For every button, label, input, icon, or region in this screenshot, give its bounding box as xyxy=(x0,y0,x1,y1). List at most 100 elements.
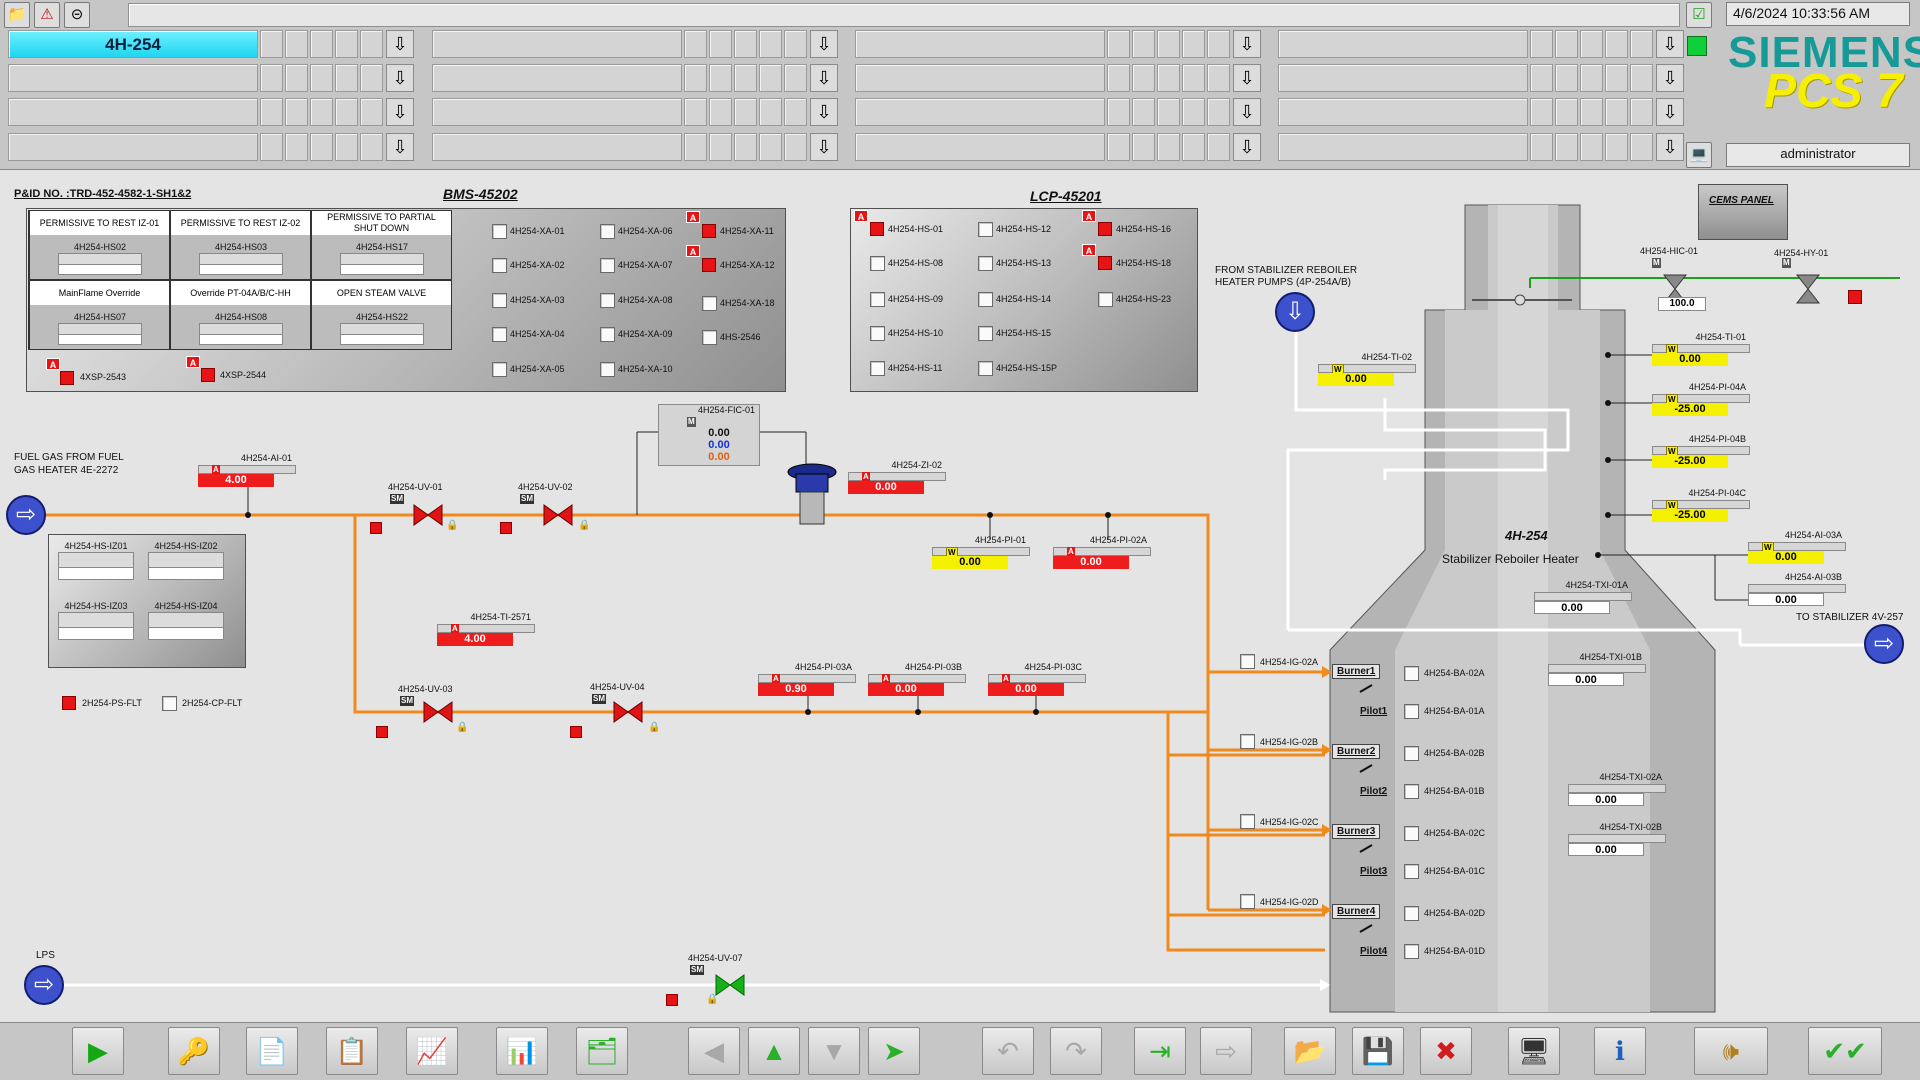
area-sub-button-r3-g4-1[interactable] xyxy=(1530,98,1553,126)
area-sub-button-r2-g2-1[interactable] xyxy=(684,64,707,92)
area-sub-button-r3-g2-4[interactable] xyxy=(759,98,782,126)
data-list-icon[interactable]: 📊 xyxy=(496,1027,548,1075)
fuel-gas-inlet-arrow-icon[interactable]: ⇨ xyxy=(6,495,46,535)
area-sub-button-r2-g3-3[interactable] xyxy=(1157,64,1180,92)
up-arrow-icon[interactable]: ▲ xyxy=(748,1027,800,1075)
area-sub-button-r3-g3-5[interactable] xyxy=(1207,98,1230,126)
area-sub-button-r4-g3-1[interactable] xyxy=(1107,133,1130,161)
down-arrow-icon[interactable]: ⇩ xyxy=(1233,30,1261,58)
xsp-indicator-1[interactable] xyxy=(60,371,74,385)
igniter-checkbox[interactable] xyxy=(1240,814,1255,829)
down-arrow-icon[interactable]: ⇩ xyxy=(386,133,414,161)
area-sub-button-r4-g1-3[interactable] xyxy=(310,133,333,161)
iz-reset-switch[interactable]: 4H254-HS-IZ03 xyxy=(58,601,134,640)
area-sub-button-r3-g1-4[interactable] xyxy=(335,98,358,126)
valve-alarm-indicator[interactable] xyxy=(570,726,582,738)
pilot-label[interactable]: Pilot4 xyxy=(1360,946,1388,957)
area-sub-button-r2-g4-3[interactable] xyxy=(1580,64,1603,92)
area-sub-button-r3-g4-4[interactable] xyxy=(1605,98,1628,126)
lcp-checkbox[interactable] xyxy=(978,361,993,376)
area-sub-button-r4-g4-5[interactable] xyxy=(1630,133,1653,161)
lcp-alarm-indicator[interactable] xyxy=(870,222,884,236)
area-sub-button-r1-g4-1[interactable] xyxy=(1530,30,1553,58)
bms-checkbox[interactable] xyxy=(600,224,615,239)
bms-checkbox[interactable] xyxy=(492,258,507,273)
area-sub-button-r2-g4-5[interactable] xyxy=(1630,64,1653,92)
area-sub-button-r1-g1-3[interactable] xyxy=(310,30,333,58)
area-button-r3-g2[interactable] xyxy=(432,98,682,126)
bms-checkbox[interactable] xyxy=(600,327,615,342)
monitor-icon[interactable]: 💻 xyxy=(1686,142,1712,168)
undo-icon[interactable]: ↶ xyxy=(982,1027,1034,1075)
area-sub-button-r4-g4-3[interactable] xyxy=(1580,133,1603,161)
down-arrow-icon[interactable]: ⇩ xyxy=(1656,64,1684,92)
permissive-switch[interactable]: 4H254-HS08 xyxy=(199,312,283,345)
down-arrow-icon[interactable]: ⇩ xyxy=(810,30,838,58)
area-sub-button-r1-g3-2[interactable] xyxy=(1132,30,1155,58)
area-sub-button-r2-g2-3[interactable] xyxy=(734,64,757,92)
area-sub-button-r3-g4-3[interactable] xyxy=(1580,98,1603,126)
valve-alarm-indicator[interactable] xyxy=(666,994,678,1006)
area-sub-button-r2-g1-5[interactable] xyxy=(360,64,383,92)
area-sub-button-r4-g3-2[interactable] xyxy=(1132,133,1155,161)
down-arrow-icon[interactable]: ⇩ xyxy=(810,98,838,126)
down-arrow-icon[interactable]: ⇩ xyxy=(386,30,414,58)
area-sub-button-r2-g4-2[interactable] xyxy=(1555,64,1578,92)
area-sub-button-r2-g4-4[interactable] xyxy=(1605,64,1628,92)
bms-checkbox[interactable] xyxy=(600,362,615,377)
bms-checkbox[interactable] xyxy=(492,362,507,377)
area-sub-button-r2-g2-5[interactable] xyxy=(784,64,807,92)
lcp-checkbox[interactable] xyxy=(870,326,885,341)
open-folder-icon[interactable]: 📂 xyxy=(1284,1027,1336,1075)
burner-alarm-checkbox[interactable] xyxy=(1404,666,1419,681)
iz-reset-switch[interactable]: 4H254-HS-IZ04 xyxy=(148,601,224,640)
area-sub-button-r3-g4-2[interactable] xyxy=(1555,98,1578,126)
area-sub-button-r4-g3-4[interactable] xyxy=(1182,133,1205,161)
key-icon[interactable]: 🔑 xyxy=(168,1027,220,1075)
cems-panel-button[interactable]: CEMS PANEL xyxy=(1698,184,1788,240)
burner-button[interactable]: Burner4 xyxy=(1332,904,1381,919)
bms-checkbox[interactable] xyxy=(492,293,507,308)
area-sub-button-r3-g1-1[interactable] xyxy=(260,98,283,126)
lps-inlet-arrow-icon[interactable]: ⇨ xyxy=(24,965,64,1005)
down-arrow-icon[interactable]: ⇩ xyxy=(810,64,838,92)
burner-button[interactable]: Burner2 xyxy=(1332,744,1381,759)
area-sub-button-r1-g2-3[interactable] xyxy=(734,30,757,58)
burner-alarm-checkbox[interactable] xyxy=(1404,746,1419,761)
area-sub-button-r1-g4-2[interactable] xyxy=(1555,30,1578,58)
valve-mode-icon[interactable]: SM xyxy=(520,494,534,504)
lcp-checkbox[interactable] xyxy=(978,326,993,341)
burner-alarm-checkbox[interactable] xyxy=(1404,906,1419,921)
area-sub-button-r1-g3-5[interactable] xyxy=(1207,30,1230,58)
area-sub-button-r3-g3-2[interactable] xyxy=(1132,98,1155,126)
area-sub-button-r1-g4-3[interactable] xyxy=(1580,30,1603,58)
area-sub-button-r1-g2-4[interactable] xyxy=(759,30,782,58)
pilot-alarm-checkbox[interactable] xyxy=(1404,944,1419,959)
horn-acknowledge-icon[interactable]: 🕪 xyxy=(1694,1027,1768,1075)
report-icon[interactable]: 📄 xyxy=(246,1027,298,1075)
hic-output[interactable]: 100.0 xyxy=(1658,297,1706,311)
message-line[interactable] xyxy=(128,3,1680,27)
bms-alarm-indicator[interactable] xyxy=(702,258,716,272)
ps-flt-indicator[interactable] xyxy=(62,696,76,710)
export-icon[interactable]: ⇨ xyxy=(1200,1027,1252,1075)
area-sub-button-r2-g3-1[interactable] xyxy=(1107,64,1130,92)
permissive-switch[interactable]: 4H254-HS02 xyxy=(58,242,142,275)
bms-checkbox[interactable] xyxy=(492,327,507,342)
area-sub-button-r2-g1-3[interactable] xyxy=(310,64,333,92)
lcp-alarm-indicator[interactable] xyxy=(1098,222,1112,236)
down-arrow-icon[interactable]: ⇩ xyxy=(1233,133,1261,161)
save-icon[interactable]: 💾 xyxy=(1352,1027,1404,1075)
area-button-r3-g4[interactable] xyxy=(1278,98,1528,126)
area-sub-button-r1-g2-5[interactable] xyxy=(784,30,807,58)
